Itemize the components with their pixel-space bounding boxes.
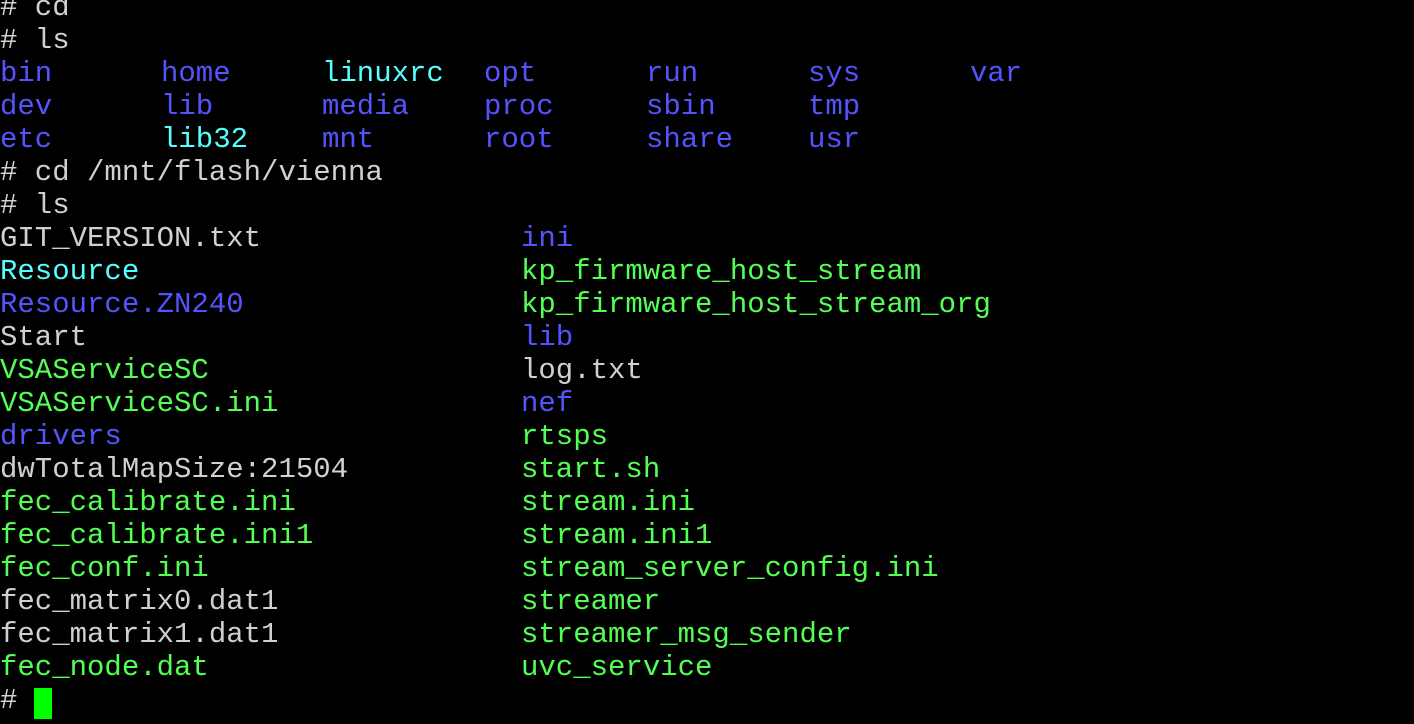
command-text: # cd /mnt/flash/vienna (0, 156, 383, 189)
file-entry: var (970, 57, 1023, 90)
file-entry: run (646, 57, 699, 90)
terminal-line: # ls (0, 24, 1414, 57)
prompt-line[interactable]: # (0, 684, 1414, 719)
terminal-line: Start lib (0, 321, 1414, 354)
file-entry: uvc_service (521, 651, 713, 684)
file-entry: lib (161, 90, 214, 123)
file-entry: lib (521, 321, 574, 354)
command-text: # ls (0, 24, 70, 57)
file-entry: linuxrc (322, 57, 444, 90)
terminal-line: dev lib media proc sbin tmp (0, 90, 1414, 123)
file-entry: share (646, 123, 734, 156)
file-entry: stream.ini (521, 486, 696, 519)
terminal-line: fec_calibrate.ini1 stream.ini1 (0, 519, 1414, 552)
file-entry: mnt (322, 123, 375, 156)
file-entry: kp_firmware_host_stream (521, 255, 922, 288)
file-entry: fec_conf.ini (0, 552, 209, 585)
file-entry: sys (808, 57, 861, 90)
terminal-line: GIT_VERSION.txt ini (0, 222, 1414, 255)
command-text: # cd (0, 0, 70, 24)
file-entry: VSAServiceSC.ini (0, 387, 279, 420)
file-entry: streamer (521, 585, 661, 618)
terminal-line: Resource kp_firmware_host_stream (0, 255, 1414, 288)
file-entry: dev (0, 90, 53, 123)
terminal-line: fec_matrix1.dat1 streamer_msg_sender (0, 618, 1414, 651)
file-entry: log.txt (521, 354, 643, 387)
terminal-line: VSAServiceSC log.txt (0, 354, 1414, 387)
file-entry: usr (808, 123, 861, 156)
file-entry: Start (0, 321, 88, 354)
file-entry: fec_node.dat (0, 651, 209, 684)
file-entry: root (484, 123, 554, 156)
terminal-line: Resource.ZN240 kp_firmware_host_stream_or… (0, 288, 1414, 321)
file-entry: VSAServiceSC (0, 354, 209, 387)
file-entry: fec_matrix1.dat1 (0, 618, 279, 651)
file-entry: bin (0, 57, 53, 90)
terminal-line: VSAServiceSC.ini nef (0, 387, 1414, 420)
terminal-line: bin home linuxrc opt run sys var (0, 57, 1414, 90)
file-entry: fec_calibrate.ini (0, 486, 296, 519)
text-cursor[interactable] (34, 688, 52, 719)
file-entry: drivers (0, 420, 122, 453)
file-entry: stream_server_config.ini (521, 552, 939, 585)
file-entry: media (322, 90, 410, 123)
terminal-line: etc lib32 mnt root share usr (0, 123, 1414, 156)
terminal-line: fec_matrix0.dat1 streamer (0, 585, 1414, 618)
file-entry: nef (521, 387, 574, 420)
file-entry: Resource (0, 255, 140, 288)
file-entry: opt (484, 57, 537, 90)
file-entry: home (161, 57, 231, 90)
command-text: # ls (0, 189, 70, 222)
file-entry: stream.ini1 (521, 519, 713, 552)
file-entry: dwTotalMapSize:21504 (0, 453, 349, 486)
terminal-line: fec_calibrate.ini stream.ini (0, 486, 1414, 519)
terminal-line: # cd /mnt/flash/vienna (0, 156, 1414, 189)
file-entry: tmp (808, 90, 861, 123)
terminal-line: drivers rtsps (0, 420, 1414, 453)
file-entry: fec_matrix0.dat1 (0, 585, 279, 618)
terminal-line: # ls (0, 189, 1414, 222)
file-entry: sbin (646, 90, 716, 123)
terminal-line: fec_conf.ini stream_server_config.ini (0, 552, 1414, 585)
file-entry: rtsps (521, 420, 609, 453)
file-entry: fec_calibrate.ini1 (0, 519, 314, 552)
file-entry: GIT_VERSION.txt (0, 222, 262, 255)
terminal-line: dwTotalMapSize:21504 start.sh (0, 453, 1414, 486)
file-entry: kp_firmware_host_stream_org (521, 288, 991, 321)
file-entry: etc (0, 123, 53, 156)
terminal-line: # cd (0, 0, 1414, 24)
file-entry: ini (521, 222, 574, 255)
file-entry: proc (484, 90, 554, 123)
file-entry: start.sh (521, 453, 661, 486)
terminal-line: fec_node.dat uvc_service (0, 651, 1414, 684)
file-entry: streamer_msg_sender (521, 618, 852, 651)
file-entry: lib32 (161, 123, 249, 156)
file-entry: Resource.ZN240 (0, 288, 244, 321)
shell-prompt: # (0, 684, 18, 717)
